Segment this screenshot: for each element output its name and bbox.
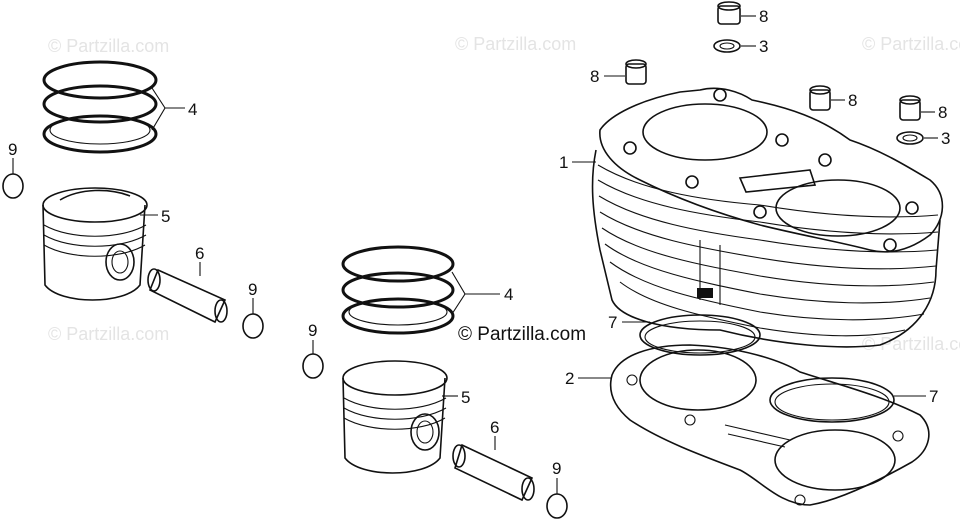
callout-piston-pin-left: 6	[195, 244, 204, 263]
callout-circlip-right-b: 9	[552, 459, 561, 478]
callout-circlip-right-a: 9	[308, 321, 317, 340]
watermark: © Partzilla.com	[48, 324, 169, 344]
piston-rings-left	[42, 60, 158, 154]
callout-piston-pin-right: 6	[490, 418, 499, 437]
cylinder-block	[591, 87, 944, 348]
circlip-left-a	[2, 173, 24, 199]
callouts: 4 5 6 9 9 9 4 5 6 9 1 2 7 7 8 3 8 8 8 3	[8, 7, 950, 478]
watermark: © Partzilla.com	[862, 334, 960, 354]
callout-o-ring-lower: 7	[929, 387, 938, 406]
piston-left	[42, 187, 148, 301]
piston-rings-right	[341, 245, 455, 335]
brand-label: © Partzilla.com	[458, 324, 586, 345]
callout-dowel-pin-c: 8	[848, 91, 857, 110]
callout-circlip-left-a: 9	[8, 140, 17, 159]
callout-washer-b: 3	[941, 129, 950, 148]
callout-dowel-pin-a: 8	[759, 7, 768, 26]
dowel-pin-8-d	[899, 95, 921, 121]
o-ring-7-upper	[639, 314, 761, 356]
o-ring-7-lower	[769, 377, 895, 423]
callout-piston-left: 5	[161, 207, 170, 226]
callout-washer-a: 3	[759, 37, 768, 56]
callout-piston-right: 5	[461, 388, 470, 407]
callout-dowel-pin-d: 8	[938, 103, 947, 122]
watermark: © Partzilla.com	[48, 36, 169, 56]
base-gasket	[609, 344, 930, 506]
circlip-right-b	[546, 493, 568, 519]
washer-3-a	[713, 39, 741, 53]
callout-o-ring-upper: 7	[608, 313, 617, 332]
dowel-pin-8-c	[809, 85, 831, 111]
watermark: © Partzilla.com	[455, 34, 576, 54]
washer-3-b	[896, 131, 924, 145]
callout-cylinder-block: 1	[559, 153, 568, 172]
callout-circlip-left-b: 9	[248, 280, 257, 299]
callout-piston-rings-left: 4	[188, 100, 197, 119]
piston-pin-right	[452, 443, 535, 502]
callout-base-gasket: 2	[565, 369, 574, 388]
leader-lines	[12, 15, 938, 494]
piston-pin-left	[147, 268, 228, 324]
dowel-pin-8-b	[625, 59, 647, 85]
circlip-right-a	[302, 353, 324, 379]
piston-right	[342, 360, 448, 474]
circlip-left-b	[242, 313, 264, 339]
callout-dowel-pin-b: 8	[590, 67, 599, 86]
callout-piston-rings-right: 4	[504, 285, 513, 304]
watermarks: © Partzilla.com © Partzilla.com © Partzi…	[48, 34, 960, 354]
dowel-pin-8-a	[717, 1, 741, 25]
watermark: © Partzilla.com	[862, 34, 960, 54]
